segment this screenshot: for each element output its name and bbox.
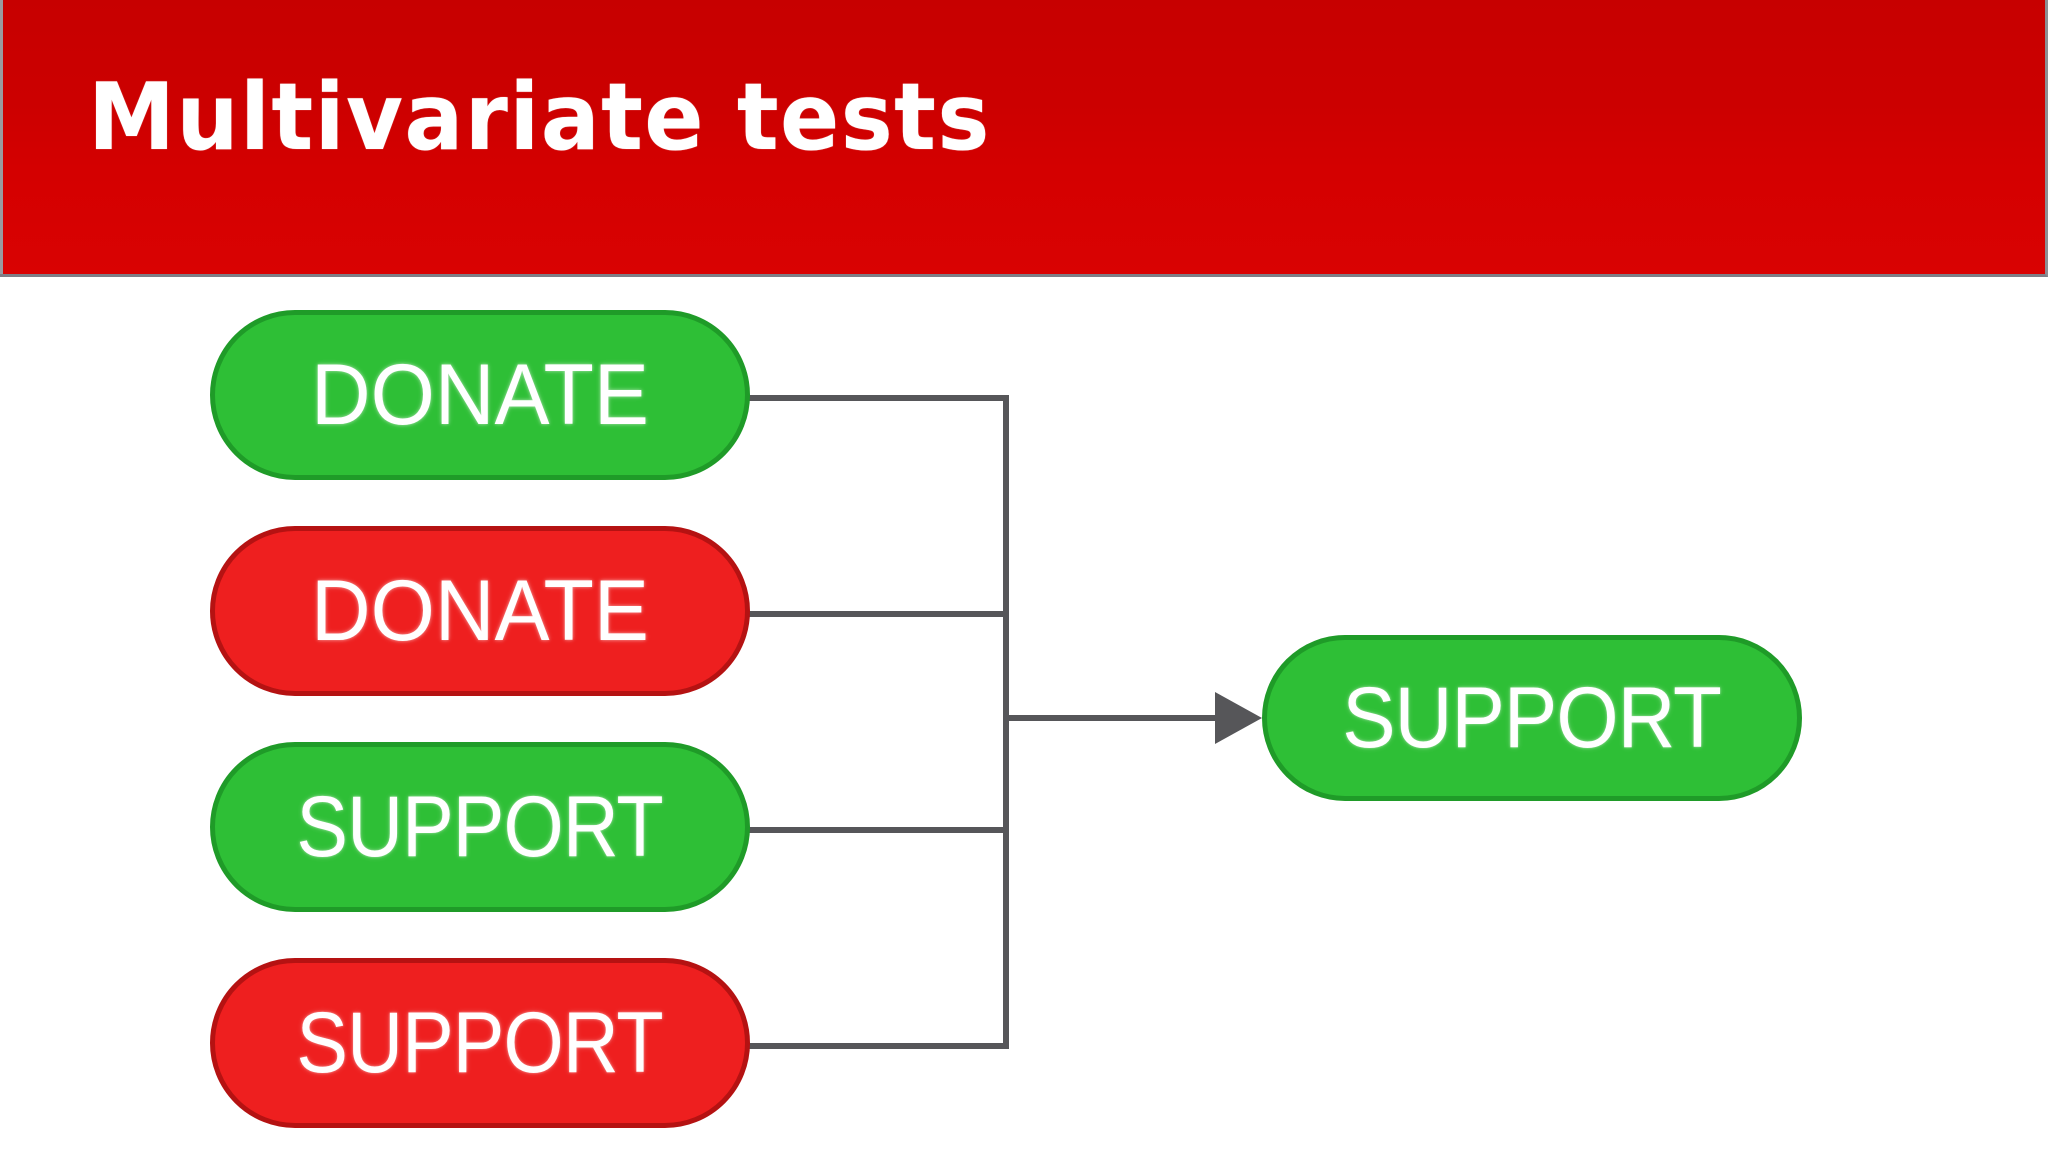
variant-button-1[interactable]: DONATE: [210, 526, 750, 696]
variant-label-1: DONATE: [311, 562, 649, 659]
winner-button[interactable]: SUPPORT: [1262, 635, 1802, 801]
variant-label-3: SUPPORT: [296, 994, 664, 1091]
variant-button-2[interactable]: SUPPORT: [210, 742, 750, 912]
variant-button-0[interactable]: DONATE: [210, 310, 750, 480]
variant-button-3[interactable]: SUPPORT: [210, 958, 750, 1128]
page-title: Multivariate tests: [88, 63, 991, 171]
arrow-head-icon: [1215, 692, 1262, 744]
winner-label: SUPPORT: [1342, 669, 1723, 766]
connector-lines: [748, 395, 1262, 1049]
diagram-area: DONATE DONATE SUPPORT SUPPORT SUPPORT: [0, 277, 2048, 1152]
header-banner: Multivariate tests: [0, 0, 2048, 277]
variant-label-0: DONATE: [311, 346, 649, 443]
variant-label-2: SUPPORT: [296, 778, 664, 875]
